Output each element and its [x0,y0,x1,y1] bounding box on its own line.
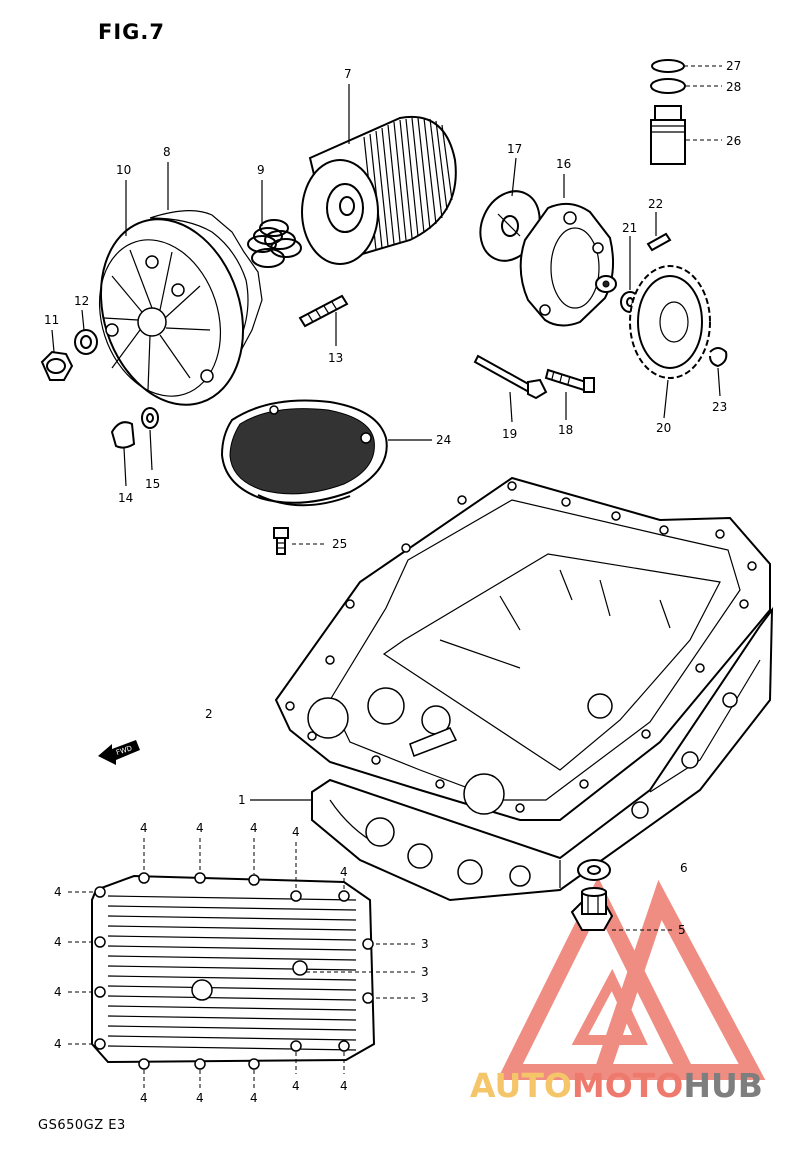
callout-13: 13 [328,351,343,365]
watermark-logo [497,877,766,1080]
callout-4: 4 [54,985,62,999]
callout-28: 28 [726,80,741,94]
callout-4: 4 [250,1091,258,1105]
callout-6: 6 [680,861,688,875]
callout-4: 4 [54,935,62,949]
plug-part-26 [650,105,686,165]
forward-direction-arrow: FWD [98,740,140,765]
washer-part-15 [141,407,159,429]
pin-part-22 [646,232,672,252]
oil-filter-part-7 [301,115,457,265]
callout-4: 4 [54,1037,62,1051]
oil-strainer-part-24 [220,399,388,507]
callout-20: 20 [656,421,671,435]
screw-part-25 [273,527,289,555]
callout-24: 24 [436,433,451,447]
callout-10: 10 [116,163,131,177]
callout-1: 1 [238,793,246,807]
cap-nut-part-14 [110,421,136,449]
watermark-wordmark: AUTOMOTOHUB [470,1066,763,1105]
callout-18: 18 [558,423,573,437]
washer-part-12 [74,329,98,355]
stud-bolt-part-13 [298,294,349,328]
callout-4: 4 [196,1091,204,1105]
oil-pump-part-16 [519,202,617,327]
callout-11: 11 [44,313,59,327]
seal-ring-part-27 [651,59,685,73]
callout-3-upper: 3 [421,937,429,951]
circlip-part-23 [709,347,728,368]
callout-5: 5 [678,923,686,937]
callout-4: 4 [292,1079,300,1093]
callout-4: 4 [292,825,300,839]
bolt-part-19 [473,354,548,400]
leader-lines [51,65,722,1088]
drain-plug-part-5 [570,887,614,931]
callout-15: 15 [145,477,160,491]
filter-cover-part-10 [98,218,245,406]
callout-4: 4 [250,821,258,835]
callout-23: 23 [712,400,727,414]
callout-22: 22 [648,197,663,211]
callout-4: 4 [140,1091,148,1105]
callout-21: 21 [622,221,637,235]
bolt-part-18 [544,368,595,393]
callout-2: 2 [205,707,213,721]
watermark-word-hub: HUB [683,1066,763,1105]
callout-4: 4 [340,865,348,879]
callout-4: 4 [196,821,204,835]
oil-pan-part-1 [311,606,774,902]
callout-3-lower: 3 [421,991,429,1005]
callout-27: 27 [726,59,741,73]
callout-25: 25 [332,537,347,551]
oil-pan-gasket-part-2 [274,476,771,821]
nut-part-11 [40,350,74,381]
callout-3-middle: 3 [421,965,429,979]
callout-12: 12 [74,294,89,308]
callout-4: 4 [54,885,62,899]
oil-pan-cover [91,872,376,1070]
callout-26: 26 [726,134,741,148]
model-code: GS650GZ E3 [38,1118,126,1133]
callout-8: 8 [163,145,171,159]
drain-gasket-part-6 [577,859,611,881]
figure-title: FIG.7 [98,20,165,44]
callout-19: 19 [502,427,517,441]
callout-16: 16 [556,157,571,171]
callout-9: 9 [257,163,265,177]
callout-17: 17 [507,142,522,156]
callout-7: 7 [344,67,352,81]
pump-gear-part-20 [629,265,711,379]
o-ring-part-28 [650,78,686,94]
callout-4: 4 [140,821,148,835]
callout-4: 4 [340,1079,348,1093]
callout-14: 14 [118,491,133,505]
watermark-word-auto: AUTO [470,1066,572,1105]
callout-labels: 27 28 26 7 8 9 10 17 16 22 21 11 12 13 2… [44,59,741,1105]
watermark-word-moto: MOTO [571,1066,684,1105]
spring-part-9 [247,219,302,268]
